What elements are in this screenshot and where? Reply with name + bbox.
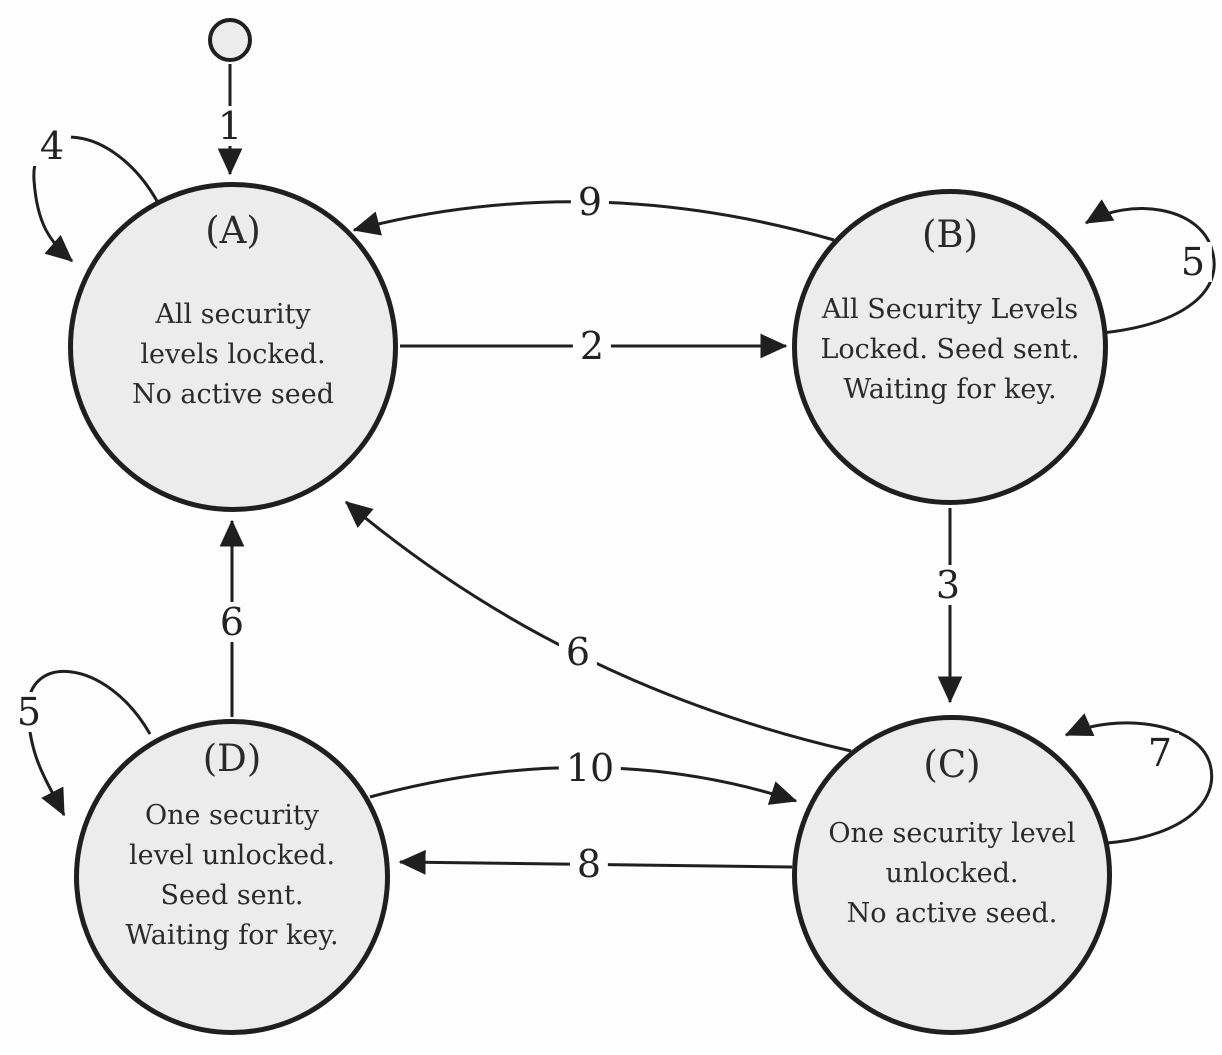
state-d-line: One security [144, 800, 320, 831]
state-a-line: All security [155, 299, 311, 330]
state-c-title: (C) [923, 743, 981, 786]
state-b-description: All Security Levels Locked. Seed sent. W… [797, 290, 1103, 410]
state-a-line: levels locked. [140, 339, 326, 370]
state-c-line: No active seed. [846, 898, 1058, 929]
state-d-line: Seed sent. [160, 880, 304, 911]
transition-label-c-to-d: 8 [569, 844, 609, 884]
state-b-line: All Security Levels [821, 294, 1079, 325]
state-a-title: (A) [205, 209, 261, 252]
state-a-line: No active seed [131, 379, 335, 410]
transition-label-d-self: 5 [9, 692, 49, 732]
transition-label-b-to-c: 3 [928, 565, 968, 605]
state-a: (A) All security levels locked. No activ… [68, 182, 398, 512]
state-c-line: One security level [828, 818, 1076, 849]
transition-label-b-self: 5 [1173, 242, 1213, 282]
state-b-line: Locked. Seed sent. [820, 334, 1080, 365]
transition-label-start-to-a: 1 [210, 106, 250, 146]
state-a-description: All security levels locked. No active se… [73, 295, 393, 415]
state-d-title: (D) [202, 737, 262, 780]
transition-label-a-to-b: 2 [572, 326, 612, 366]
transition-label-c-to-a: 6 [558, 632, 598, 672]
state-d-line: Waiting for key. [125, 920, 339, 951]
transition-arrow-c-to-a [344, 500, 852, 753]
state-b-line: Waiting for key. [843, 374, 1057, 405]
state-d-description: One security level unlocked. Seed sent. … [79, 796, 385, 956]
transition-label-d-to-a: 6 [212, 602, 252, 642]
transition-label-a-self: 4 [32, 126, 72, 166]
state-c-line: unlocked. [885, 858, 1019, 889]
transition-label-c-self: 7 [1140, 733, 1180, 773]
state-c-description: One security level unlocked. No active s… [797, 814, 1107, 934]
state-d-line: level unlocked. [128, 840, 336, 871]
state-b-title: (B) [921, 213, 979, 256]
state-c: (C) One security level unlocked. No acti… [792, 715, 1112, 1035]
initial-state-node [208, 18, 252, 62]
transition-label-d-to-c: 10 [558, 748, 622, 788]
transition-label-b-to-a: 9 [570, 182, 610, 222]
transition-arrow-c-self-loop [1064, 713, 1214, 845]
state-b: (B) All Security Levels Locked. Seed sen… [792, 189, 1108, 505]
state-d: (D) One security level unlocked. Seed se… [74, 719, 390, 1035]
